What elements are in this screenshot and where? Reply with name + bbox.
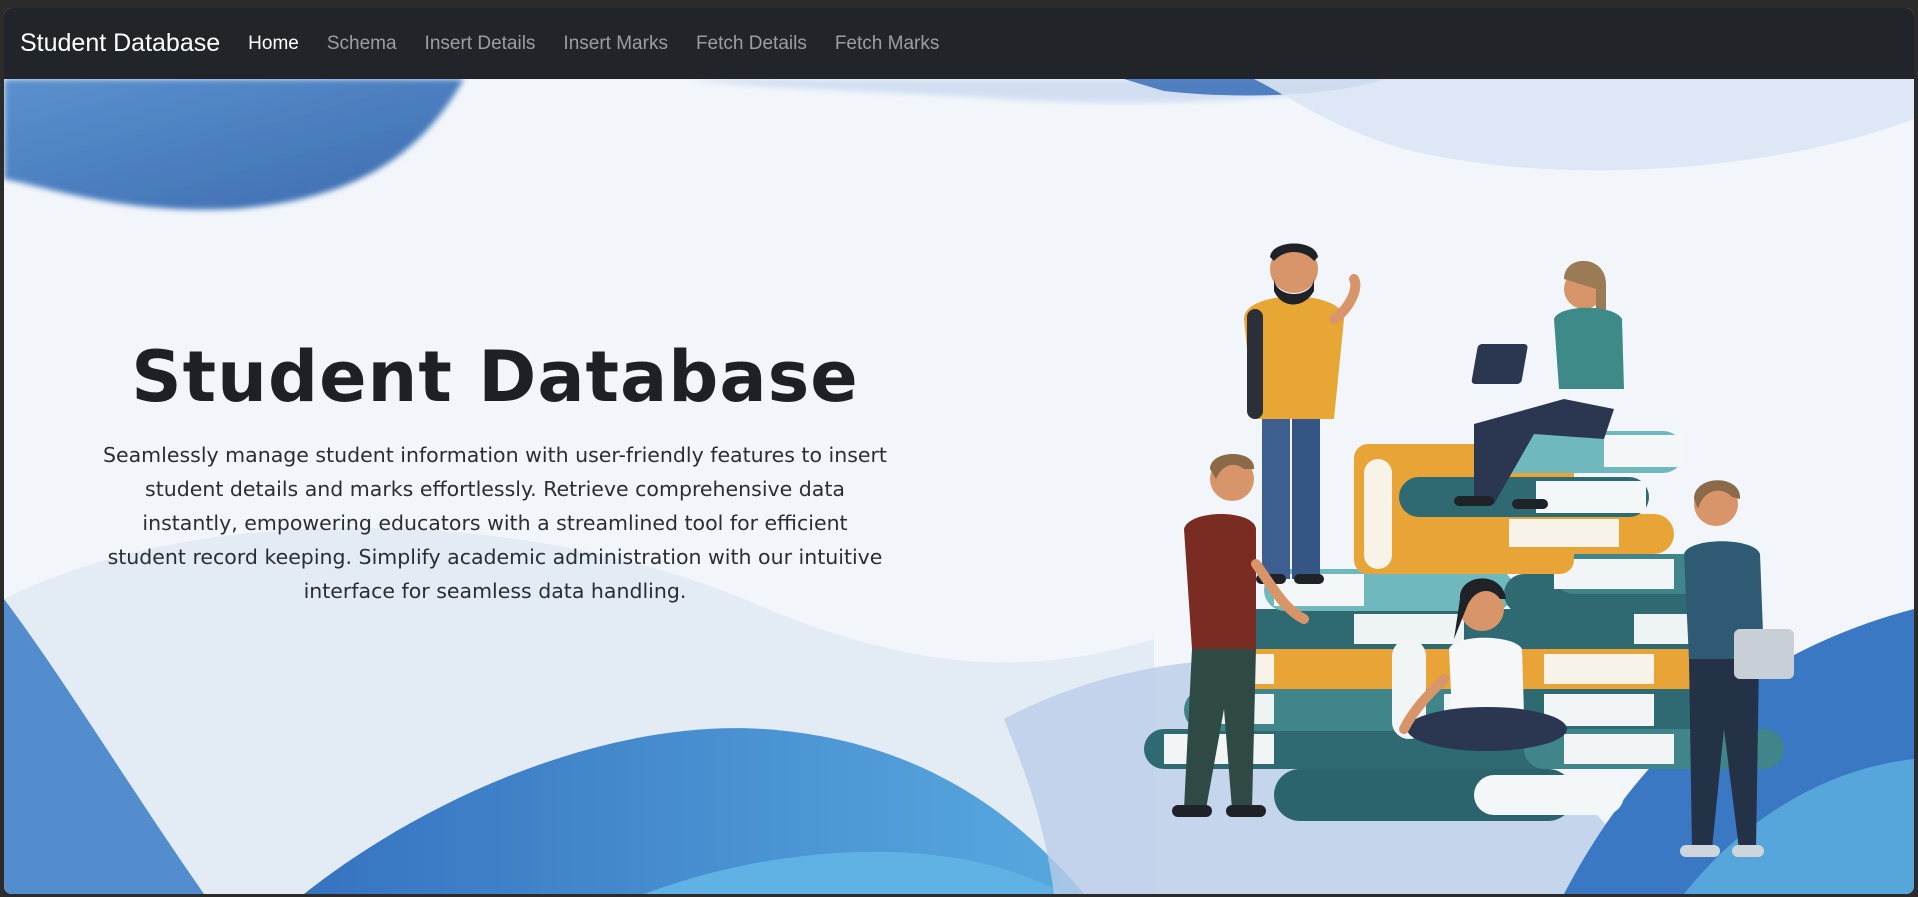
nav-link-fetch-marks[interactable]: Fetch Marks [834, 32, 940, 54]
man-red-shirt [1172, 454, 1309, 817]
nav-link-fetch-details[interactable]: Fetch Details [695, 32, 807, 54]
man-with-backpack [1244, 243, 1361, 584]
nav-link-insert-marks[interactable]: Insert Marks [563, 32, 668, 54]
navbar: Student Database Home Schema Insert Deta… [4, 8, 1914, 79]
girl-sitting [1399, 578, 1567, 751]
woman-with-laptop [1454, 260, 1624, 509]
nav-link-insert-details[interactable]: Insert Details [424, 32, 536, 54]
man-with-tablet [1680, 480, 1794, 857]
hero-title: Student Database [131, 336, 859, 418]
browser-viewport: Student Database Home Schema Insert Deta… [4, 8, 1914, 894]
hero-text-block: Student Database Seamlessly manage stude… [100, 339, 890, 608]
hero-section: Student Database Seamlessly manage stude… [4, 79, 1914, 894]
hero-description: Seamlessly manage student information wi… [103, 443, 887, 603]
students-books-illustration [1144, 243, 1794, 857]
nav-link-home[interactable]: Home [248, 32, 299, 54]
nav-link-schema[interactable]: Schema [326, 32, 397, 54]
navbar-brand[interactable]: Student Database [20, 29, 221, 57]
nav-list: Home Schema Insert Details Insert Marks … [234, 33, 953, 55]
